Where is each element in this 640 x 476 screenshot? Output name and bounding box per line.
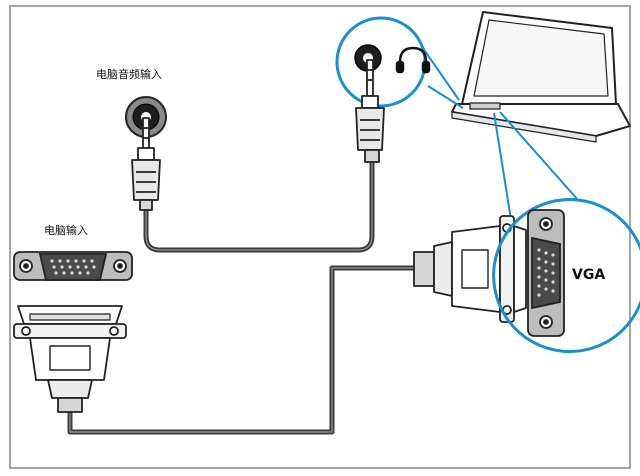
audio-cable-highlight bbox=[145, 160, 373, 251]
audio-plug-laptop-side bbox=[355, 59, 385, 163]
vga-cable bbox=[67, 265, 420, 435]
headphone-icon bbox=[395, 46, 431, 74]
laptop-base bbox=[451, 103, 631, 137]
vga-label: VGA bbox=[572, 267, 605, 283]
audio-port-callout bbox=[335, 16, 431, 108]
diagram-frame bbox=[9, 5, 631, 469]
pc-audio-input-label: 电脑音频输入 bbox=[96, 67, 162, 81]
audio-cable bbox=[143, 157, 375, 253]
vga-cable-highlight bbox=[69, 267, 420, 433]
pc-input-label: 电脑输入 bbox=[44, 223, 88, 237]
laptop-screen-inner bbox=[473, 19, 609, 97]
laptop-vga-port bbox=[469, 102, 501, 110]
vga-port-callout: VGA bbox=[492, 198, 640, 354]
audio-plug-pc-side bbox=[131, 117, 161, 211]
laptop bbox=[451, 11, 631, 143]
vga-plug-laptop-side bbox=[413, 215, 527, 323]
laptop-base-edge bbox=[451, 111, 597, 143]
laptop-vga-output-port bbox=[527, 209, 565, 337]
callout-lines bbox=[419, 43, 579, 227]
vga-plug-pc-side bbox=[13, 305, 127, 413]
pc-vga-input-port bbox=[13, 251, 133, 281]
